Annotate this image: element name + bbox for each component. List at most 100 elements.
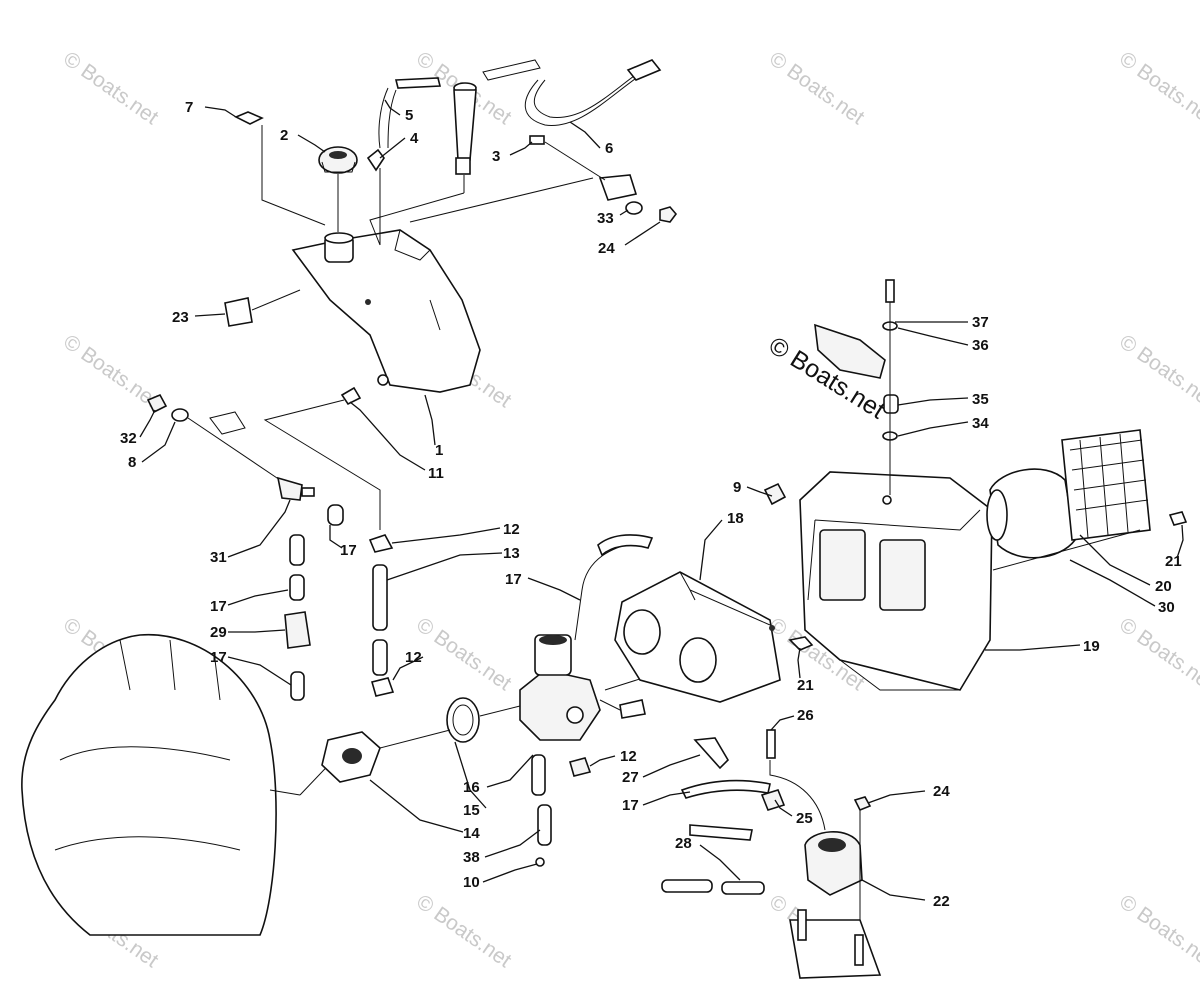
nut xyxy=(659,206,678,223)
callout-19: 19 xyxy=(1083,638,1100,655)
intake-adaptor xyxy=(614,571,781,703)
callout-18: 18 xyxy=(727,510,744,527)
hose-segment-2 xyxy=(289,574,305,601)
callout-27: 27 xyxy=(622,769,639,786)
hose-17b xyxy=(597,534,654,557)
callout-32: 32 xyxy=(120,430,137,447)
spacer xyxy=(625,201,643,215)
callout-24b: 24 xyxy=(933,783,950,800)
drain-screw xyxy=(535,857,545,867)
callout-17a: 17 xyxy=(340,542,357,559)
drain-hose xyxy=(531,754,546,796)
watermark-4: © Boats.net xyxy=(1115,47,1200,129)
callout-17d: 17 xyxy=(210,649,227,666)
clamp-12c xyxy=(569,757,592,777)
callout-12a: 12 xyxy=(503,521,520,538)
callout-16: 16 xyxy=(463,779,480,796)
tank-bracket xyxy=(598,174,638,201)
hose-clamp xyxy=(446,697,480,743)
callout-10: 10 xyxy=(463,874,480,891)
callout-21b: 21 xyxy=(797,677,814,694)
watermark-1: © Boats.net xyxy=(59,47,162,129)
screw-21a xyxy=(1168,511,1188,526)
callout-17c: 17 xyxy=(210,598,227,615)
watermark-9: © Boats.net xyxy=(412,613,515,695)
leader-lines xyxy=(139,99,1184,901)
callout-13: 13 xyxy=(503,545,520,562)
watermark-7: © Boats.net xyxy=(1115,330,1200,412)
hose-segment-3 xyxy=(290,671,305,701)
callout-12b: 12 xyxy=(405,649,422,666)
callout-20: 20 xyxy=(1155,578,1172,595)
callout-22: 22 xyxy=(933,893,950,910)
vent-hose-top xyxy=(394,77,442,89)
callout-23: 23 xyxy=(172,309,189,326)
washer-8 xyxy=(171,408,189,422)
callout-28: 28 xyxy=(675,835,692,852)
carburetor xyxy=(519,669,601,741)
air-intake-group xyxy=(614,429,1188,703)
callout-4: 4 xyxy=(410,130,419,147)
callout-12c: 12 xyxy=(620,748,637,765)
clamp-12b xyxy=(371,677,395,697)
clamp-12a xyxy=(368,534,394,553)
grommet-9 xyxy=(763,482,787,506)
hose-28c xyxy=(721,881,765,895)
callout-labels: 7 5 4 2 3 6 33 24 23 1 11 32 8 31 17 12 … xyxy=(120,99,1182,910)
primer-group xyxy=(814,279,899,495)
watermark-5: © Boats.net xyxy=(59,330,162,412)
callout-6: 6 xyxy=(605,140,613,157)
hose-28b xyxy=(661,879,713,893)
vent-fitting xyxy=(366,148,385,172)
vent-clip xyxy=(234,111,264,125)
callout-3: 3 xyxy=(492,148,500,165)
callout-5: 5 xyxy=(405,107,413,124)
fuel-line-group xyxy=(146,393,395,701)
callout-24: 24 xyxy=(598,240,615,257)
pulse-hose xyxy=(680,779,771,799)
callout-15: 15 xyxy=(463,802,480,819)
callout-34: 34 xyxy=(972,415,989,432)
watermark-11: © Boats.net xyxy=(1115,613,1200,695)
callout-31: 31 xyxy=(210,549,227,566)
fuel-pump-group xyxy=(661,729,882,979)
hose-segment-1 xyxy=(289,534,305,566)
shutoff-valve xyxy=(276,476,303,501)
callout-14: 14 xyxy=(463,825,480,842)
fuel-cap xyxy=(318,146,358,174)
bracket-bolt xyxy=(529,135,545,145)
callout-33: 33 xyxy=(597,210,614,227)
watermark-3: © Boats.net xyxy=(765,47,868,129)
callout-9: 9 xyxy=(733,479,741,496)
callout-2: 2 xyxy=(280,127,288,144)
fuel-tank xyxy=(291,229,481,393)
watermark-15: © Boats.net xyxy=(1115,890,1200,972)
callout-17e: 17 xyxy=(622,797,639,814)
callout-37: 37 xyxy=(972,314,989,331)
pump-clamp-27 xyxy=(693,737,730,770)
callout-1: 1 xyxy=(435,442,443,459)
engine-block xyxy=(21,633,341,936)
watermark-13: © Boats.net xyxy=(412,890,515,972)
callout-29: 29 xyxy=(210,624,227,641)
hose-17a xyxy=(327,504,344,526)
pump-screw-26 xyxy=(766,729,776,759)
callout-26: 26 xyxy=(797,707,814,724)
fuel-hose-13 xyxy=(372,564,388,631)
fuel-filter xyxy=(284,611,311,649)
nut-32 xyxy=(146,393,168,414)
callout-21a: 21 xyxy=(1165,553,1182,570)
bushing-35 xyxy=(883,394,899,414)
hose-28a xyxy=(689,824,753,841)
nut-24b xyxy=(853,796,872,812)
fuel-tank-group xyxy=(224,59,678,530)
screw-21b xyxy=(788,636,814,651)
screw-37 xyxy=(885,279,895,303)
tank-fitting xyxy=(340,386,362,406)
callout-36: 36 xyxy=(972,337,989,354)
primer-switch xyxy=(814,323,886,379)
callout-11: 11 xyxy=(428,465,444,482)
grommet xyxy=(224,297,253,327)
